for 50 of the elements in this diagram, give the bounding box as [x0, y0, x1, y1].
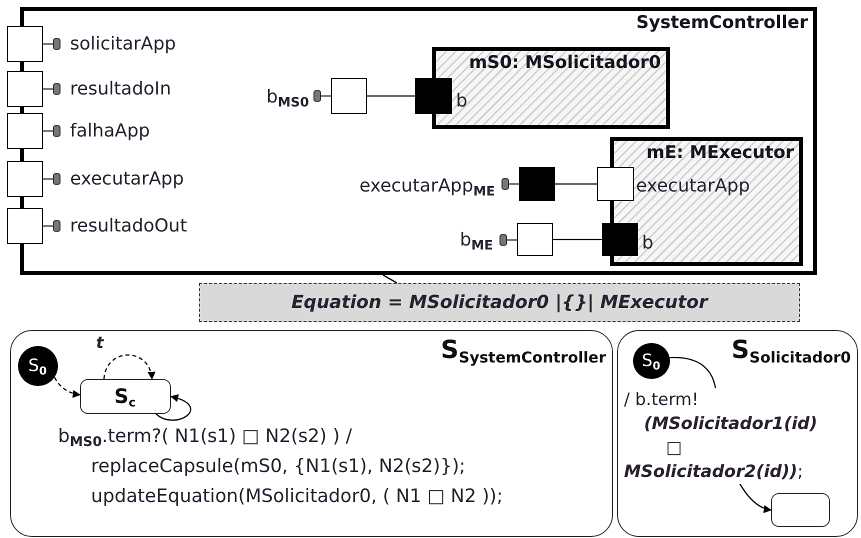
capsule-box [432, 47, 670, 129]
state-machine-title: S$_{SystemController}$ [440, 335, 606, 364]
port-square [7, 161, 43, 197]
port-square [7, 208, 43, 244]
transition-label: t [96, 333, 104, 352]
port-square [7, 26, 43, 62]
port-label: resultadoOut [70, 216, 188, 236]
port-square [415, 78, 452, 114]
port-label: b$_{ME}$ [460, 230, 493, 250]
port-square [331, 78, 367, 114]
transition-arrow [54, 376, 81, 398]
initial-state-circle [18, 346, 58, 386]
port-label: b [642, 232, 654, 254]
capsule-title: mS0: MSolicitador0 [468, 53, 661, 73]
state-label: S$_{0}$ [28, 356, 47, 376]
state-box [770, 492, 830, 526]
transition-label: b$_{MS0}$.term?( N1(s1) □ N2(s2) ) / replaceCapsule(mS0, {N1(s1), N2(s2)}); updateEquation(MSolicitador0, ( N1 □ N2 )); [58, 425, 504, 509]
state-box [80, 378, 170, 414]
state-label: S$_{0}$ [642, 350, 660, 370]
initial-state-circle [632, 342, 670, 378]
port-square [7, 71, 43, 107]
connector-line [367, 95, 415, 97]
port-label: executarApp [636, 176, 750, 196]
port-square [519, 167, 555, 201]
port-label: b$_{MS0}$ [266, 86, 309, 108]
port-square [517, 223, 553, 256]
state-machine-box [10, 330, 613, 537]
structure-frame [20, 7, 817, 275]
port-label: b [456, 90, 468, 112]
port-label: falhaApp [70, 120, 150, 142]
port-square [7, 113, 43, 149]
transition-arrow [156, 394, 192, 421]
port-square [602, 223, 638, 256]
port-square [597, 167, 634, 201]
capsule-title: mE: MExecutor [646, 143, 794, 163]
capsule-box [610, 137, 803, 266]
port-label: solicitarApp [70, 34, 176, 54]
transition-arrow [103, 354, 155, 380]
port-label: executarApp [70, 168, 184, 190]
equation-text: Equation = MSolicitador0 |{}| MExecutor [291, 292, 708, 313]
state-label: S$_{c}$ [114, 384, 136, 408]
frame-title: SystemController [636, 13, 808, 33]
port-label: resultadoIn [70, 78, 172, 100]
equation-box [199, 283, 800, 322]
connector-line [553, 238, 602, 240]
leader-line [382, 274, 398, 284]
state-machine-title: S$_{Solicitador0}$ [731, 335, 851, 364]
port-label: executarApp$_{ME}$ [359, 176, 495, 196]
connector-line [555, 183, 597, 185]
transition-label: / b.term! (MSolicitador1(id) □ MSolicitador2(id)); [624, 388, 818, 484]
